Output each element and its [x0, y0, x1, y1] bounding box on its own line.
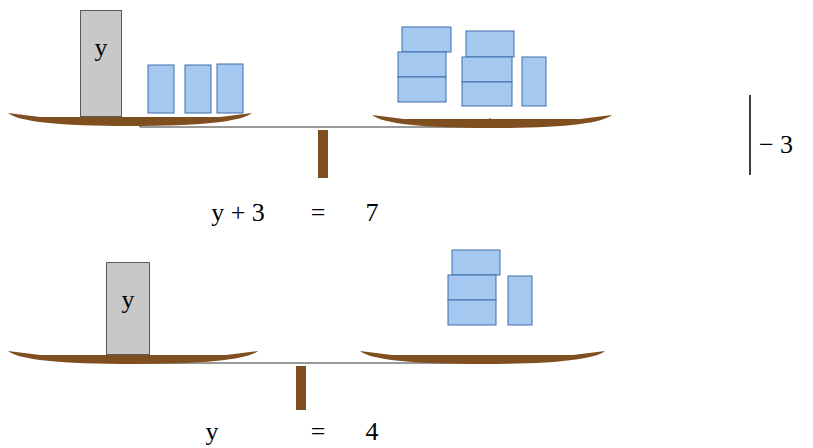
- equation-left: y + 3: [211, 198, 265, 228]
- operation-step: − 3: [759, 130, 793, 160]
- unknown-weight: y: [106, 262, 150, 355]
- variable-name: y: [107, 263, 149, 315]
- unit-blocks: [148, 27, 546, 325]
- equals-sign: =: [311, 198, 326, 228]
- unknown-weight: y: [80, 10, 122, 117]
- equation-right: 4: [366, 417, 379, 447]
- beam: [122, 118, 490, 363]
- equation-right: 7: [366, 198, 379, 228]
- equation-left: y: [206, 417, 219, 447]
- scale-pans: [8, 113, 612, 410]
- variable-name: y: [81, 11, 121, 63]
- equals-sign: =: [311, 417, 326, 447]
- operation-bar: [749, 95, 751, 175]
